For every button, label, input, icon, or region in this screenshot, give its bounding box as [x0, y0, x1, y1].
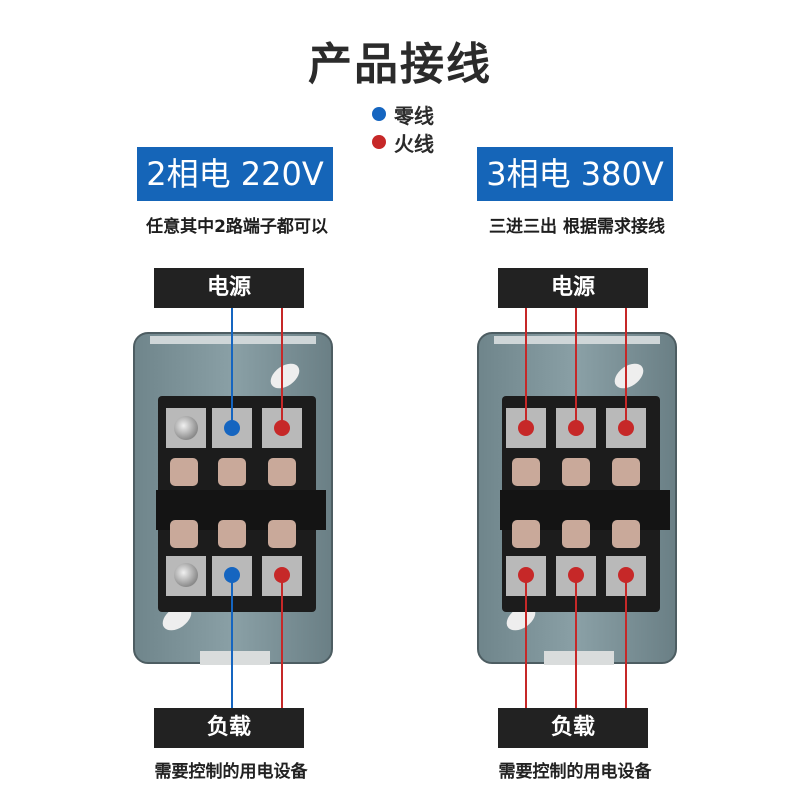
neutral-dot-icon [372, 107, 386, 121]
left-load-note: 需要控制的用电设备 [154, 762, 308, 782]
left-banner: 2相电 220V [137, 147, 333, 201]
legend-live: 火线 [372, 128, 434, 156]
right-load-note: 需要控制的用电设备 [498, 762, 652, 782]
legend: 零线 火线 [372, 100, 434, 156]
legend-neutral: 零线 [372, 100, 434, 128]
right-power-label: 电源 [498, 268, 648, 308]
right-banner: 3相电 380V [477, 147, 673, 201]
page-title: 产品接线 [308, 39, 492, 90]
legend-live-label: 火线 [394, 131, 434, 156]
left-load-label: 负载 [154, 708, 304, 748]
right-load-label: 负载 [498, 708, 648, 748]
left-device [133, 308, 333, 708]
left-power-label: 电源 [154, 268, 304, 308]
legend-neutral-label: 零线 [394, 103, 434, 128]
left-note: 任意其中2路端子都可以 [146, 217, 328, 237]
right-device [477, 308, 677, 708]
live-dot-icon [372, 135, 386, 149]
right-note: 三进三出 根据需求接线 [489, 217, 665, 237]
